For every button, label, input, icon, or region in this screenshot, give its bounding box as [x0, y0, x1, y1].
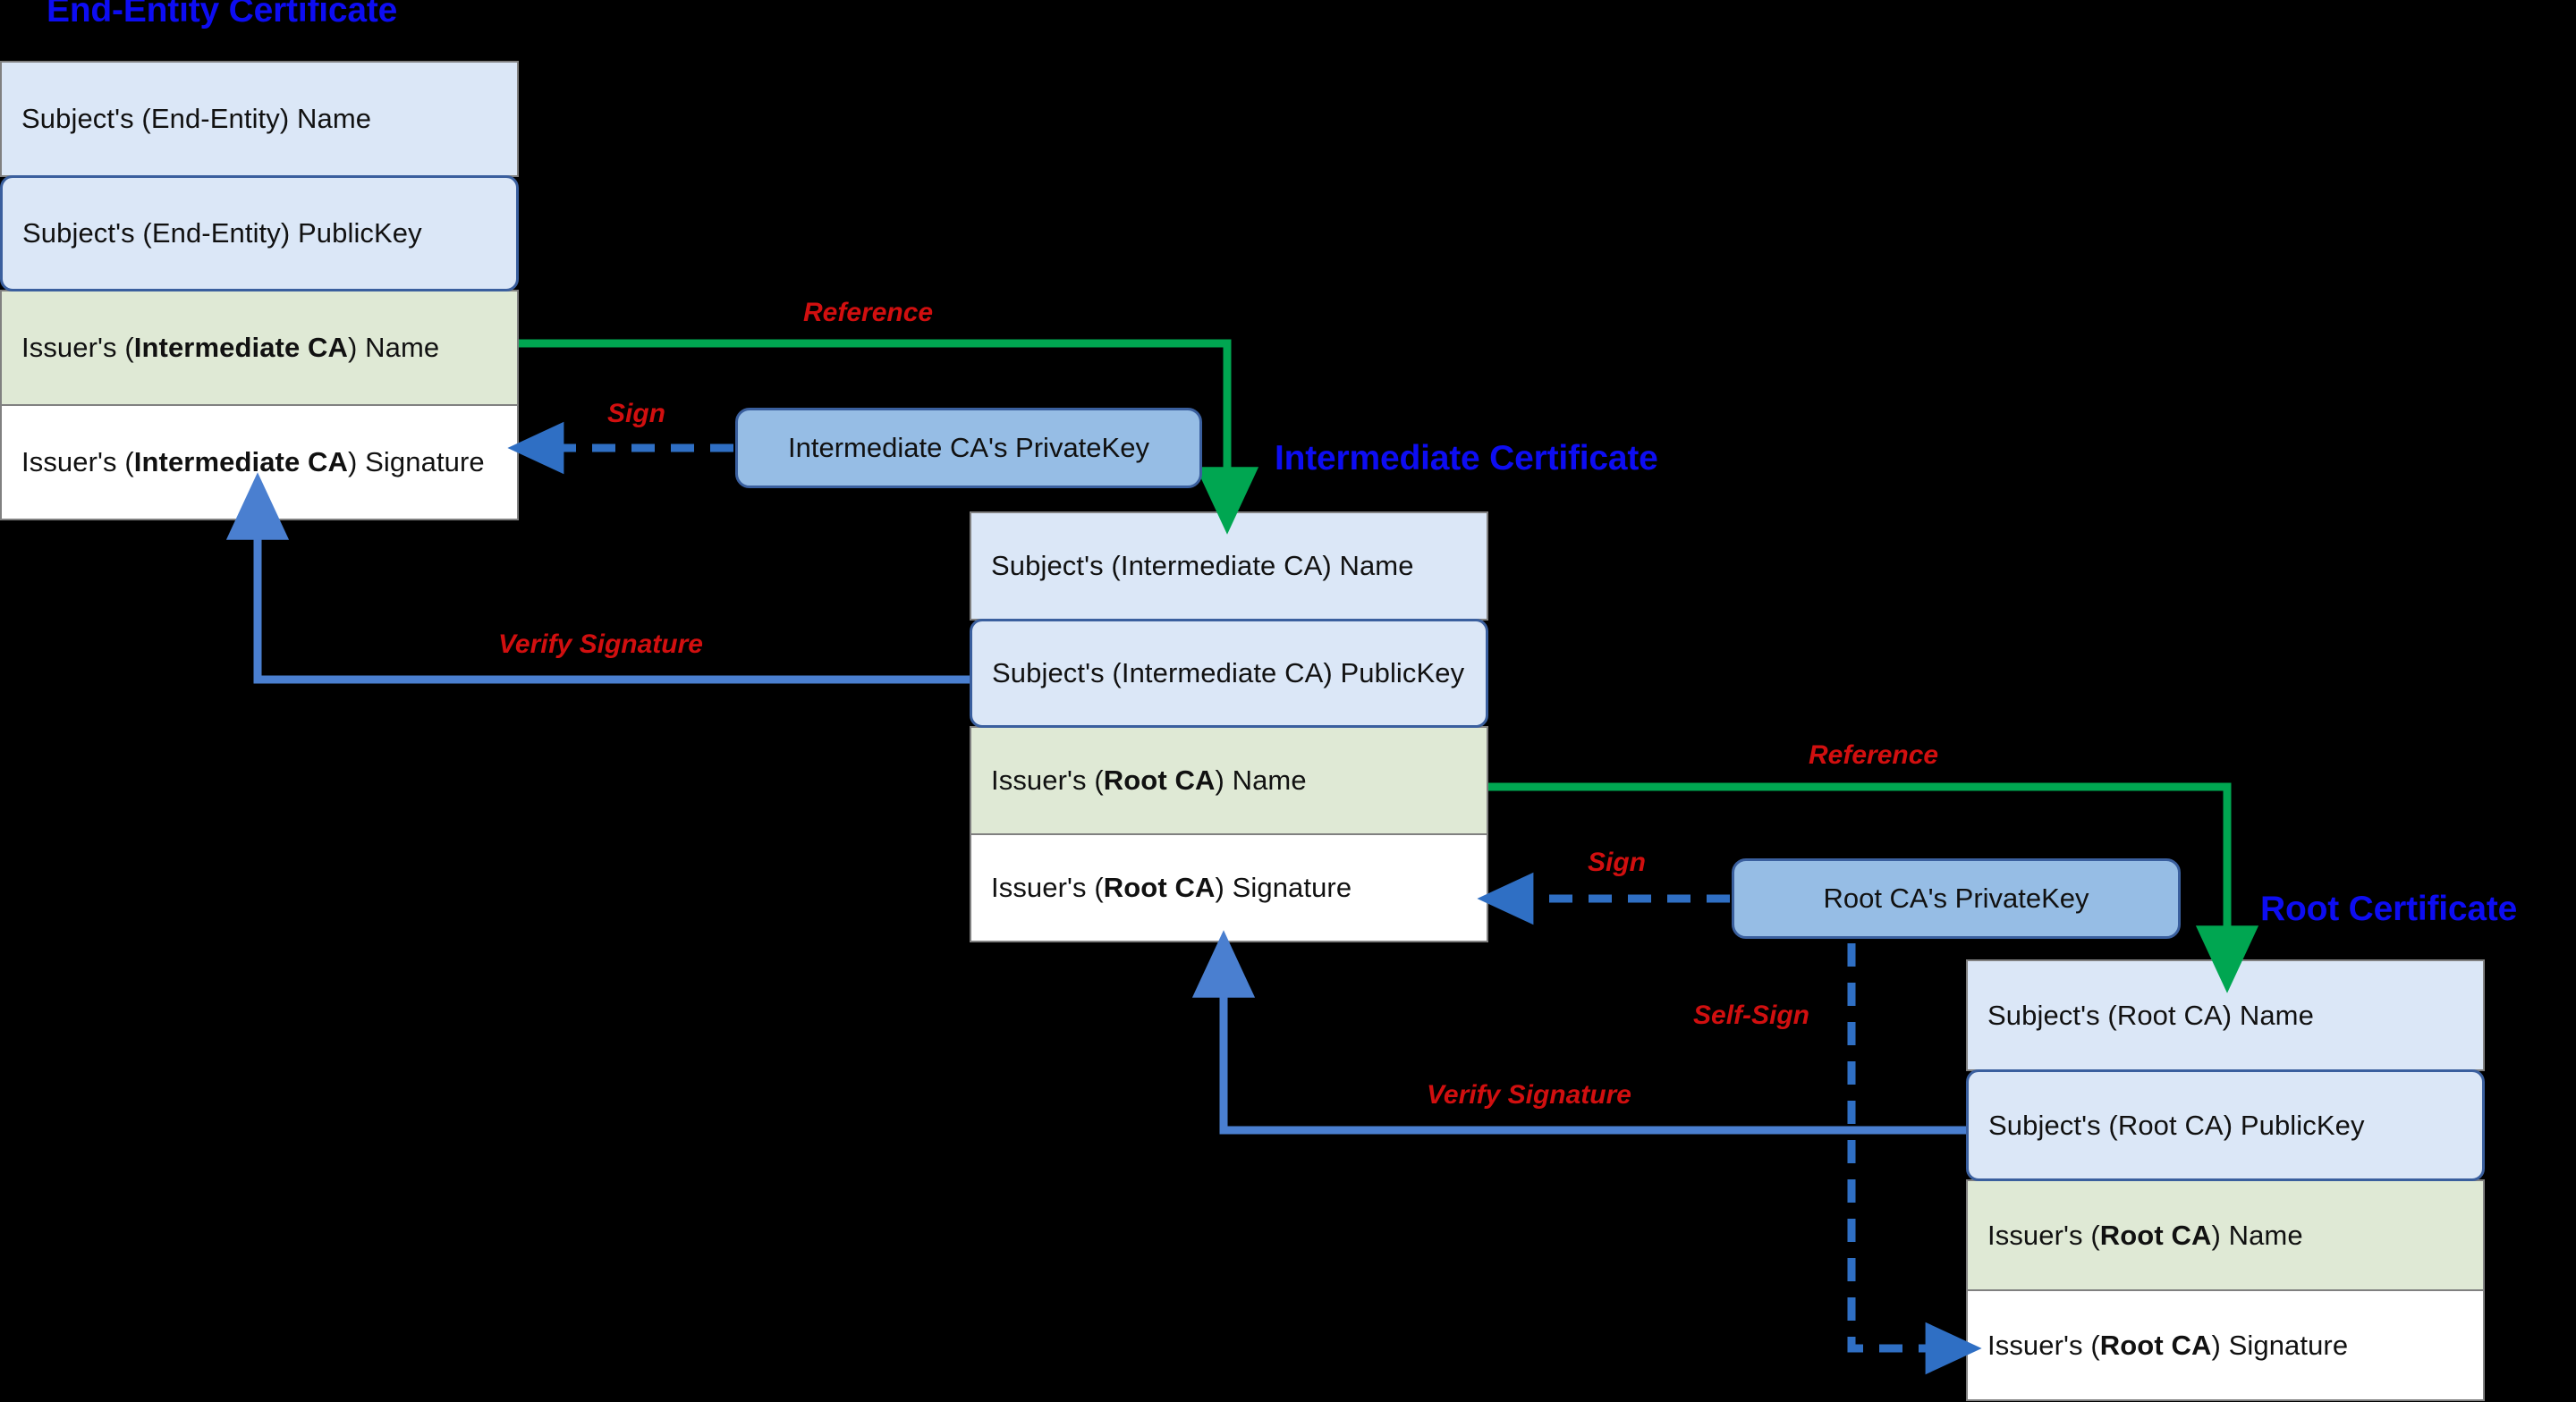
- row-bold: Intermediate CA: [133, 446, 349, 477]
- cert-row-root-issuer-signature: Issuer's (Root CA) Signature: [1966, 1289, 2485, 1401]
- privatekey-box-root-ca: Root CA's PrivateKey: [1732, 858, 2181, 939]
- certificate-intermediate: Subject's (Intermediate CA) Name Subject…: [970, 511, 1488, 942]
- cert-row-root-subject-publickey: Subject's (Root CA) PublicKey: [1966, 1069, 2485, 1181]
- row-bold: Root CA: [1103, 764, 1216, 796]
- edge-label-verify-1: Verify Signature: [498, 629, 703, 659]
- cert-row-int-subject-name: Subject's (Intermediate CA) Name: [970, 511, 1488, 621]
- row-suffix: ) Name: [2211, 1219, 2303, 1251]
- cert-row-root-issuer-name: Issuer's (Root CA) Name: [1966, 1179, 2485, 1291]
- cert-row-int-subject-publickey: Subject's (Intermediate CA) PublicKey: [970, 619, 1488, 728]
- row-bold: Root CA: [2099, 1219, 2212, 1251]
- cert-row-int-issuer-name: Issuer's (Root CA) Name: [970, 726, 1488, 835]
- row-suffix: ) Signature: [2211, 1329, 2349, 1361]
- row-prefix: Issuer's (: [991, 872, 1104, 903]
- edge-label-verify-2: Verify Signature: [1427, 1080, 1631, 1110]
- row-bold: Root CA: [1103, 872, 1216, 903]
- cert-row-ee-subject-publickey: Subject's (End-Entity) PublicKey: [0, 175, 519, 291]
- row-prefix: Issuer's (: [1987, 1329, 2100, 1361]
- certificate-end-entity: Subject's (End-Entity) Name Subject's (E…: [0, 61, 519, 520]
- cert-row-ee-issuer-name: Issuer's (Intermediate CA) Name: [0, 290, 519, 406]
- row-prefix: Issuer's (: [21, 446, 134, 477]
- row-suffix: ) Signature: [348, 446, 485, 477]
- row-suffix: ) Name: [348, 332, 440, 363]
- edge-self-sign-root: [1847, 943, 1982, 1375]
- edge-label-sign-1: Sign: [607, 399, 665, 428]
- cert-row-root-subject-name: Subject's (Root CA) Name: [1966, 959, 2485, 1071]
- title-end-entity-certificate: End-Entity Certificate: [47, 0, 398, 30]
- cert-row-ee-subject-name: Subject's (End-Entity) Name: [0, 61, 519, 177]
- title-root-certificate: Root Certificate: [2260, 890, 2518, 928]
- row-prefix: Issuer's (: [1987, 1219, 2100, 1251]
- edge-label-self-sign: Self-Sign: [1693, 1001, 1810, 1030]
- row-prefix: Issuer's (: [21, 332, 134, 363]
- row-suffix: ) Name: [1215, 764, 1307, 796]
- row-prefix: Issuer's (: [991, 764, 1104, 796]
- cert-row-int-issuer-signature: Issuer's (Root CA) Signature: [970, 833, 1488, 942]
- certificate-root: Subject's (Root CA) Name Subject's (Root…: [1966, 959, 2485, 1401]
- cert-row-ee-issuer-signature: Issuer's (Intermediate CA) Signature: [0, 404, 519, 520]
- edge-label-reference-2: Reference: [1809, 740, 1939, 770]
- title-intermediate-certificate: Intermediate Certificate: [1275, 439, 1658, 477]
- edge-label-reference-1: Reference: [803, 298, 934, 327]
- privatekey-box-intermediate-ca: Intermediate CA's PrivateKey: [735, 408, 1202, 488]
- row-bold: Root CA: [2099, 1329, 2212, 1361]
- edge-label-sign-2: Sign: [1588, 848, 1646, 877]
- row-suffix: ) Signature: [1215, 872, 1352, 903]
- row-bold: Intermediate CA: [133, 332, 349, 363]
